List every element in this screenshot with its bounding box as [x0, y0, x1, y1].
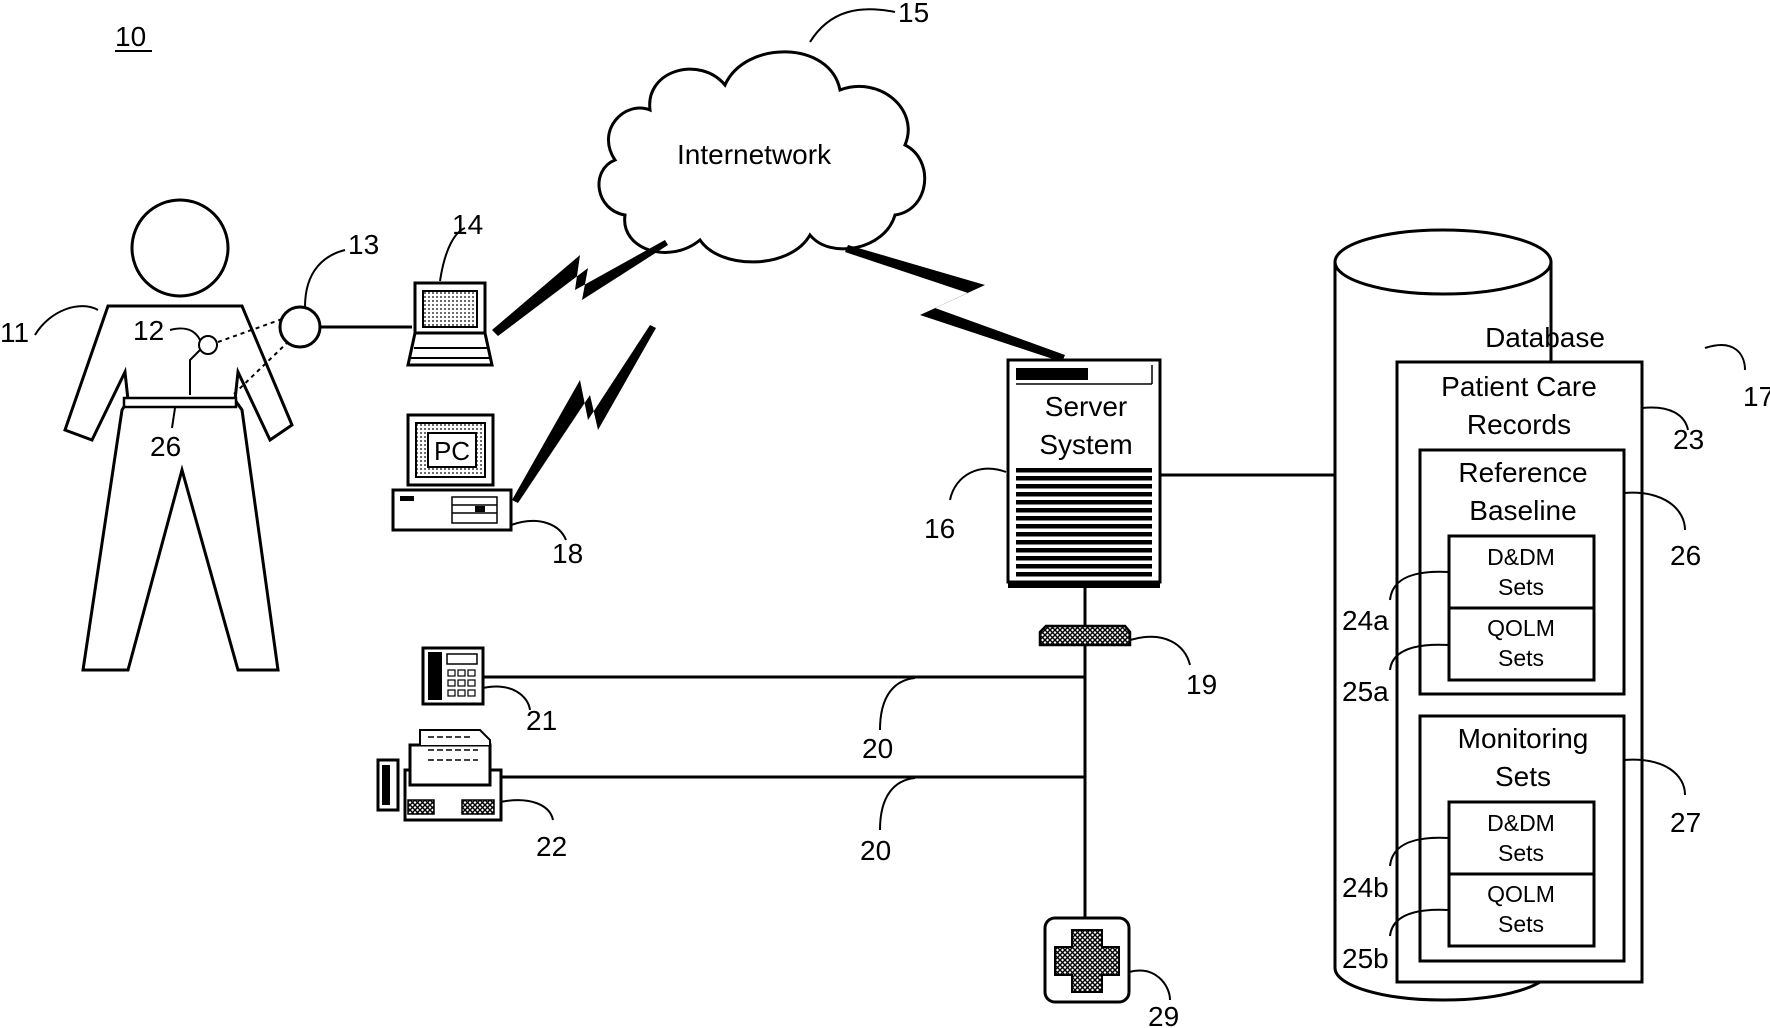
server-system-icon: Server System: [1008, 360, 1160, 588]
monitoring-ddm-ref: 24b: [1342, 872, 1389, 903]
server-vent-stripe: [1016, 572, 1152, 577]
reference-ddm-ref: 24a: [1342, 605, 1389, 636]
monitor-device: [280, 307, 320, 347]
desktop-pc-icon: PC: [393, 415, 511, 530]
line-ref-upper: 20: [862, 733, 893, 764]
monitoring-qolm-line2: Sets: [1498, 911, 1544, 937]
wireless-link-laptop: [492, 240, 668, 336]
server-vent-stripe: [1016, 468, 1152, 473]
monitoring-ref: 27: [1670, 807, 1701, 838]
database-label: Database: [1485, 322, 1605, 353]
server-label-line2: System: [1039, 429, 1132, 460]
cloud-ref: 15: [898, 0, 929, 28]
cloud-label: Internetwork: [677, 139, 832, 170]
server-vent-stripe: [1016, 532, 1152, 537]
monitoring-ddm-line1: D&DM: [1487, 810, 1555, 836]
fax-ref: 22: [536, 831, 567, 862]
monitoring-label-line2: Sets: [1495, 761, 1551, 792]
server-vent-stripe: [1016, 556, 1152, 561]
pc-label: PC: [434, 436, 470, 466]
reference-qolm-ref: 25a: [1342, 676, 1389, 707]
records-ref: 23: [1673, 424, 1704, 455]
reference-label-line2: Baseline: [1469, 495, 1576, 526]
reference-qolm-line2: Sets: [1498, 645, 1544, 671]
monitor-ref: 13: [348, 229, 379, 260]
database-ref: 17: [1743, 381, 1770, 412]
monitoring-label-line1: Monitoring: [1458, 723, 1589, 754]
wireless-link-server: [845, 245, 1065, 362]
laptop-ref: 14: [452, 209, 483, 240]
server-vent-stripe: [1016, 508, 1152, 513]
sensor-ref: 12: [133, 315, 164, 346]
figure-number: 10: [115, 21, 146, 52]
telephone-ref: 21: [526, 705, 557, 736]
telephone-icon: [423, 648, 483, 704]
implanted-sensor: [199, 336, 217, 354]
line-ref-lower: 20: [860, 835, 891, 866]
records-label-line1: Patient Care: [1441, 371, 1597, 402]
server-label-line1: Server: [1045, 391, 1127, 422]
modem-ref: 19: [1186, 669, 1217, 700]
server-vent-stripe: [1016, 492, 1152, 497]
monitoring-qolm-ref: 25b: [1342, 943, 1389, 974]
records-label-line2: Records: [1467, 409, 1571, 440]
server-vent-stripe: [1016, 548, 1152, 553]
monitoring-ddm-line2: Sets: [1498, 840, 1544, 866]
laptop-icon: [408, 283, 492, 365]
server-vent-stripe: [1016, 564, 1152, 569]
wireless-link-pc: [512, 325, 656, 503]
reference-ref: 26: [1670, 540, 1701, 571]
belt-ref: 26: [150, 431, 181, 462]
hospital-ref: 29: [1148, 1001, 1179, 1028]
internetwork-cloud: Internetwork 15: [599, 0, 929, 262]
server-vent-stripe: [1016, 484, 1152, 489]
hospital-icon: [1045, 918, 1129, 1002]
server-ref: 16: [924, 513, 955, 544]
server-vent-stripe: [1016, 500, 1152, 505]
server-vent-stripe: [1016, 516, 1152, 521]
patient-ref: 11: [0, 317, 29, 348]
reference-ddm-line1: D&DM: [1487, 544, 1555, 570]
modem-icon: [1040, 626, 1130, 645]
reference-qolm-line1: QOLM: [1487, 615, 1555, 641]
server-vent-stripe: [1016, 540, 1152, 545]
pc-ref: 18: [552, 538, 583, 569]
patient-belt: [124, 398, 236, 407]
server-vent-stripe: [1016, 524, 1152, 529]
server-vent-stripe: [1016, 476, 1152, 481]
fax-machine-icon: [378, 730, 501, 820]
reference-label-line1: Reference: [1458, 457, 1587, 488]
monitoring-qolm-line1: QOLM: [1487, 881, 1555, 907]
reference-ddm-line2: Sets: [1498, 574, 1544, 600]
